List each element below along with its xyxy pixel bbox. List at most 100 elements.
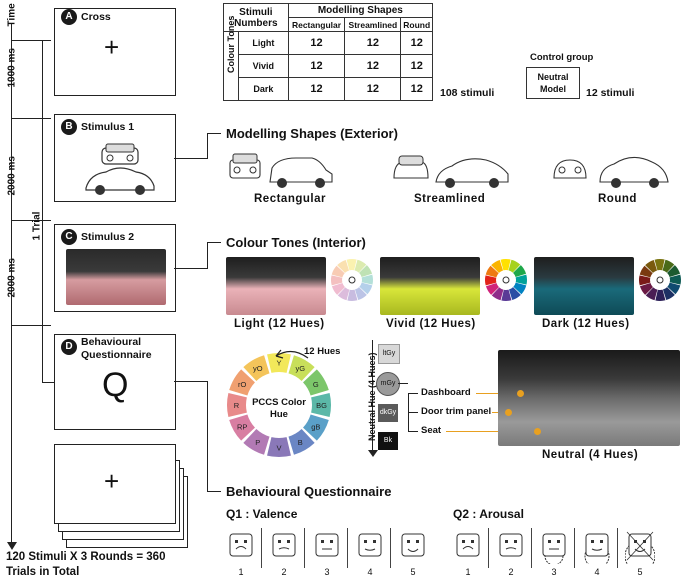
dot-door (505, 409, 512, 416)
wheel-center (502, 276, 510, 284)
valence-face[interactable] (398, 528, 428, 564)
pccs-segment (229, 414, 255, 441)
pccs-segment (267, 353, 291, 373)
wheel-segment (337, 287, 350, 301)
wheel-light (331, 259, 373, 301)
wheel-segment (337, 259, 350, 273)
wheel-segment (331, 275, 343, 286)
row-light: Light (238, 31, 289, 55)
interior-light-photo (226, 257, 326, 315)
neutral-axis-label: Neutral Hue (4 Hues) (367, 352, 377, 441)
wheel-segment (669, 274, 681, 285)
pccs-segment-label: yG (295, 364, 305, 373)
arousal-figure[interactable] (496, 528, 526, 564)
summary-line2: Trials in Total (6, 566, 80, 578)
stimulus1-cars (85, 143, 155, 195)
wheel-segment (508, 259, 521, 273)
col-round: Round (400, 17, 433, 32)
scale-separator (304, 528, 305, 568)
scale-number: 1 (465, 567, 471, 577)
neutral-dkgy: dkGy (378, 404, 398, 422)
frame-d-title-2: Questionnaire (81, 349, 152, 361)
cars-round (553, 156, 669, 188)
frame-a-title: Cross (81, 11, 111, 23)
control-box-line1: Neutral (537, 72, 569, 82)
scale-separator (488, 528, 489, 568)
questionnaire-heading: Behavioural Questionnaire (226, 484, 392, 499)
valence-face[interactable] (226, 528, 256, 564)
arousal-figure[interactable] (539, 528, 569, 564)
shapes-heading: Modelling Shapes (Exterior) (226, 126, 398, 141)
corner-line1: Stimuli (239, 6, 273, 18)
row-dark: Dark (238, 77, 289, 101)
bracket-door (408, 412, 418, 414)
wheel-segment (361, 274, 373, 285)
pccs-segment (229, 369, 255, 396)
duration-2: 2000 ms (6, 156, 18, 196)
arousal-figure[interactable] (582, 528, 612, 564)
wheel-segment (485, 275, 497, 286)
col-rectangular: Rectangular (287, 17, 346, 32)
tone-label-vivid: Vivid (12 Hues) (386, 318, 476, 330)
tick-2 (11, 118, 51, 120)
scale-number: 4 (367, 567, 373, 577)
frame-b-title: Stimulus 1 (81, 121, 135, 133)
valence-face[interactable] (355, 528, 385, 564)
badge-a: A (61, 9, 77, 25)
arousal-figure[interactable] (625, 528, 655, 564)
pccs-segment-label: R (234, 401, 240, 410)
col-streamlined: Streamlined (344, 17, 402, 32)
table-group-header: Modelling Shapes (287, 3, 434, 18)
neutral-axis-line (372, 340, 374, 450)
connector-c-v (207, 242, 209, 269)
arousal-figure[interactable] (453, 528, 483, 564)
scale-separator (390, 528, 391, 568)
tones-heading: Colour Tones (Interior) (226, 235, 366, 250)
row-vivid: Vivid (238, 54, 289, 78)
wheel-segment (491, 287, 504, 301)
neutral-dkgy-label: dkGy (379, 409, 397, 416)
wheel-segment (645, 287, 658, 301)
pccs-segment (303, 369, 329, 396)
neutral-ltgy: ltGy (378, 344, 400, 364)
scale-number: 2 (281, 567, 287, 577)
badge-c: C (61, 229, 77, 245)
stimuli-table: Stimuli Numbers Modelling Shapes Rectang… (223, 3, 434, 101)
wheel-segment (354, 287, 367, 301)
control-box: Neutral Model (526, 67, 580, 99)
pccs-segment-label: yO (253, 364, 263, 373)
neutral-axis-arrow (368, 450, 378, 457)
tick-1 (11, 40, 51, 42)
wheel-segment (359, 282, 373, 295)
wheel-segment (501, 289, 512, 301)
questionnaire-glyph: Q (102, 366, 129, 404)
stimulus2-interior-photo (66, 249, 166, 305)
connector-b (174, 158, 208, 160)
wheel-segment (662, 287, 675, 301)
duration-3: 2000 ms (6, 258, 18, 298)
wheel-segment (346, 259, 357, 271)
q1-label: Q1 : Valence (226, 507, 298, 521)
pccs-segment-label: rO (238, 380, 246, 389)
wheel-segment (331, 265, 345, 278)
wheel-segment (667, 282, 681, 295)
pccs-segment (311, 393, 331, 417)
connector-b-h2 (207, 133, 221, 135)
dot-dashboard (517, 390, 524, 397)
wheel-segment (508, 287, 521, 301)
tone-label-light: Light (12 Hues) (234, 318, 325, 330)
valence-face[interactable] (269, 528, 299, 564)
cars-rectangular (229, 153, 333, 188)
pccs-segment-label: Y (276, 359, 281, 368)
connector-c (174, 268, 208, 270)
pccs-segment (267, 437, 291, 457)
time-label: Time (6, 3, 18, 27)
pccs-segment-label: BG (316, 401, 327, 410)
wheel-segment (331, 282, 345, 295)
tick-4 (11, 325, 51, 327)
wheel-segment (359, 265, 373, 278)
valence-face[interactable] (312, 528, 342, 564)
wheel-segment (515, 274, 527, 285)
pccs-segment (227, 393, 247, 417)
pccs-segment-label: B (298, 438, 303, 447)
